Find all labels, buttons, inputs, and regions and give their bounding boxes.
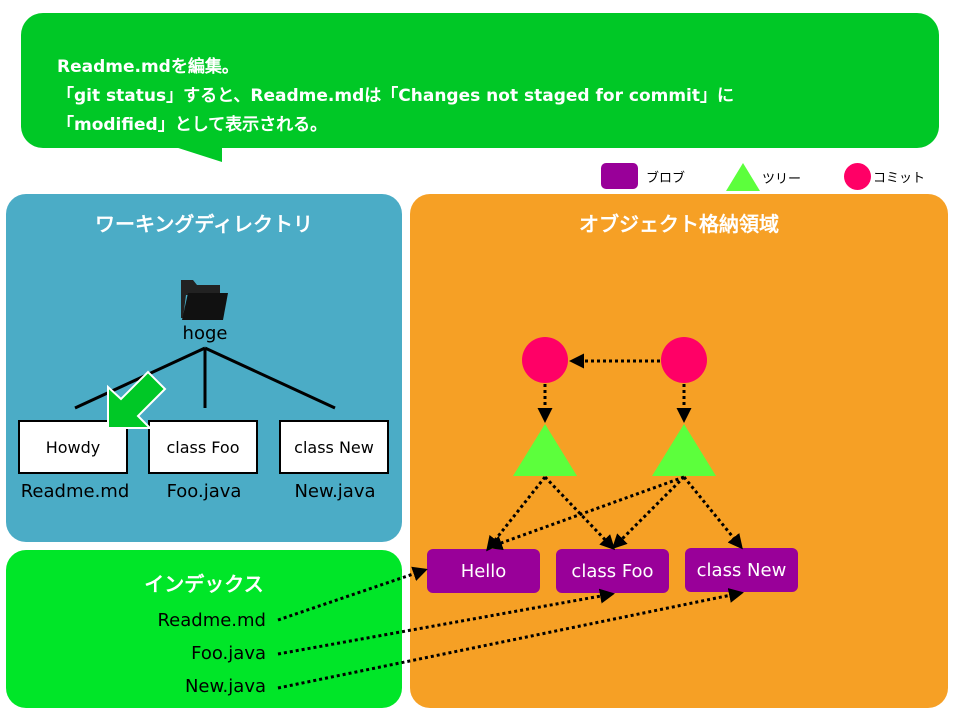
object-store-panel: オブジェクト格納領域 [410, 194, 948, 708]
file-name-readme: Readme.md [20, 481, 130, 502]
file-new[interactable]: class New [279, 420, 389, 474]
legend-tree: ツリー [726, 163, 801, 191]
blob-label: class New [696, 559, 787, 581]
index-entry-new: New.java [184, 676, 266, 697]
callout-line-3: 「modified」として表示される。 [57, 115, 328, 135]
file-content: class Foo [166, 437, 240, 457]
blob-label: Hello [460, 560, 507, 582]
callout-text: Readme.mdを編集。「git status」すると、Readme.mdは「… [57, 53, 734, 140]
file-foo[interactable]: class Foo [148, 420, 258, 474]
blob-class-foo: class Foo [556, 549, 669, 593]
blob-legend-icon [601, 163, 638, 189]
callout-bubble: Readme.mdを編集。「git status」すると、Readme.mdは「… [21, 13, 939, 148]
legend-tree-label: ツリー [762, 171, 802, 187]
legend-commit: コミット [844, 163, 925, 190]
file-name-new: New.java [294, 481, 376, 502]
folder-name: hoge [182, 323, 228, 344]
object-store-title: オブジェクト格納領域 [579, 212, 779, 236]
file-readme[interactable]: Howdy [18, 420, 128, 474]
index-entry-foo: Foo.java [191, 643, 266, 664]
callout-line-1: Readme.mdを編集。 [57, 57, 239, 77]
index-panel: インデックス Readme.md Foo.java New.java [6, 550, 402, 708]
file-content: Howdy [45, 437, 101, 457]
working-directory-title: ワーキングディレクトリ [95, 212, 313, 236]
file-name-foo: Foo.java [166, 481, 242, 502]
index-title: インデックス [144, 572, 264, 596]
blob-class-new: class New [685, 548, 798, 592]
callout-line-2: 「git status」すると、Readme.mdは「Changes not s… [57, 86, 735, 106]
index-entry-readme: Readme.md [157, 610, 266, 631]
legend-commit-label: コミット [873, 171, 926, 186]
tree-legend-icon [726, 163, 760, 191]
legend-blob: ブロブ [601, 163, 685, 189]
blob-label: class Foo [571, 560, 654, 582]
legend-blob-label: ブロブ [646, 170, 686, 186]
commit-legend-icon [844, 163, 871, 190]
blob-hello: Hello [427, 549, 540, 593]
working-directory-panel: ワーキングディレクトリ [6, 194, 402, 542]
file-content: class New [294, 437, 374, 457]
